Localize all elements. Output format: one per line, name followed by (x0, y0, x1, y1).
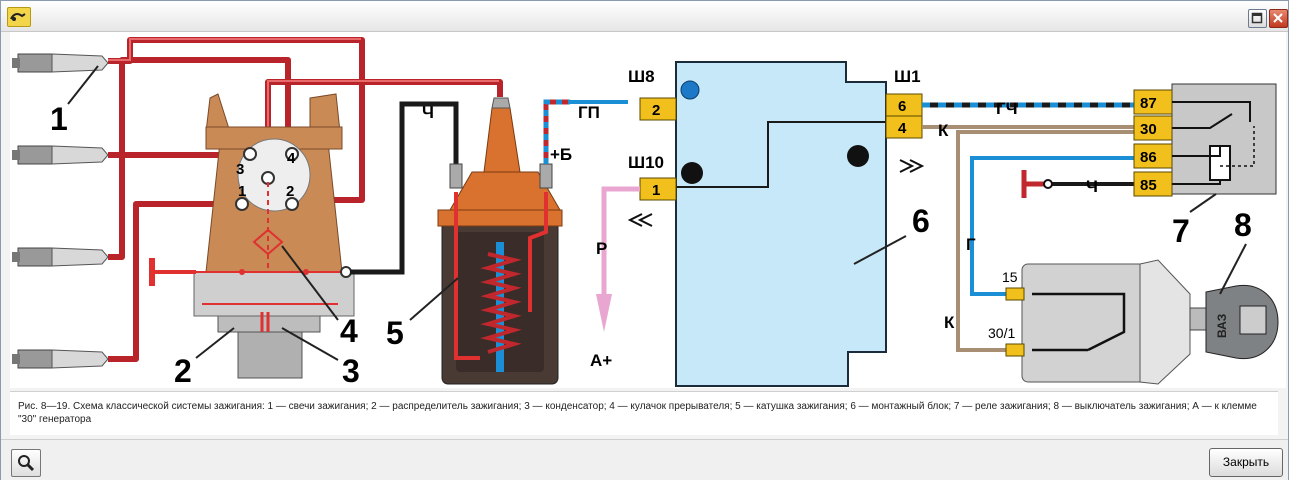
ignition-relay: 87 30 86 85 (1133, 83, 1277, 197)
dist-terminal-4: 4 (287, 150, 296, 167)
spark-plug (12, 53, 109, 73)
sh10-pin: 1 (652, 182, 660, 199)
maximize-icon (1251, 12, 1263, 24)
relay-pin-86: 86 (1140, 149, 1157, 166)
spark-plug (12, 247, 109, 267)
title-bar (1, 1, 1288, 32)
ignition-diagram: 3 4 1 2 Ч (12, 37, 1279, 389)
spark-plug (12, 349, 109, 369)
ignition-coil (437, 97, 563, 385)
callout-4: 4 (340, 313, 358, 349)
mounting-block (675, 61, 887, 387)
switch-pin-30-1: 30/1 (988, 325, 1015, 341)
sh1-pin-4: 4 (898, 120, 907, 137)
wire-label-r: Р (596, 239, 607, 258)
close-window-button[interactable] (1269, 9, 1288, 28)
wire-label-a-plus: А+ (590, 351, 612, 370)
callout-5: 5 (386, 315, 404, 351)
relay-pin-30: 30 (1140, 121, 1157, 138)
wire-label-plus-b: +Б (550, 145, 572, 164)
magnifier-icon (18, 455, 35, 472)
dist-terminal-3: 3 (236, 161, 244, 178)
callout-6: 6 (912, 203, 930, 239)
zoom-button[interactable] (11, 449, 41, 477)
bottom-toolbar: Закрыть (1, 439, 1288, 480)
connector-sh10-label: Ш10 (628, 153, 664, 172)
ignition-switch: 15 30/1 ВАЗ (988, 259, 1279, 385)
relay-pin-87: 87 (1140, 95, 1157, 112)
callout-2: 2 (174, 353, 192, 388)
callout-8: 8 (1234, 207, 1252, 243)
wire-label-k-bottom: К (944, 313, 955, 332)
distributor: 3 4 1 2 (149, 93, 355, 379)
key-label: ВАЗ (1215, 314, 1229, 338)
close-button[interactable]: Закрыть (1209, 448, 1283, 477)
sh8-pin: 2 (652, 102, 660, 119)
dist-terminal-1: 1 (238, 183, 246, 200)
sh1-pin-6: 6 (898, 98, 906, 115)
wire-label-gp: ГП (578, 103, 600, 122)
diagram-area: 3 4 1 2 Ч (10, 32, 1286, 389)
connector-sh1-label: Ш1 (894, 67, 921, 86)
relay-pin-85: 85 (1140, 177, 1157, 194)
wire-label-ch-coil: Ч (422, 103, 434, 122)
maximize-button[interactable] (1248, 9, 1267, 28)
wire-label-gch: ГЧ (996, 99, 1018, 118)
wire-label-k-top: К (938, 121, 949, 140)
switch-pin-15: 15 (1002, 269, 1018, 285)
spark-plug (12, 145, 109, 165)
connector-sh8-label: Ш8 (628, 67, 655, 86)
wire-label-ch-relay: Ч (1086, 177, 1098, 196)
callout-7: 7 (1172, 213, 1190, 249)
close-icon (1273, 13, 1283, 23)
callout-1: 1 (50, 101, 68, 137)
app-icon (7, 7, 31, 27)
wire-label-g: Г (966, 235, 976, 254)
black-wire (350, 101, 459, 275)
dist-terminal-2: 2 (286, 183, 294, 200)
figure-caption: Рис. 8—19. Схема классической системы за… (10, 391, 1278, 435)
callout-3: 3 (342, 353, 360, 388)
